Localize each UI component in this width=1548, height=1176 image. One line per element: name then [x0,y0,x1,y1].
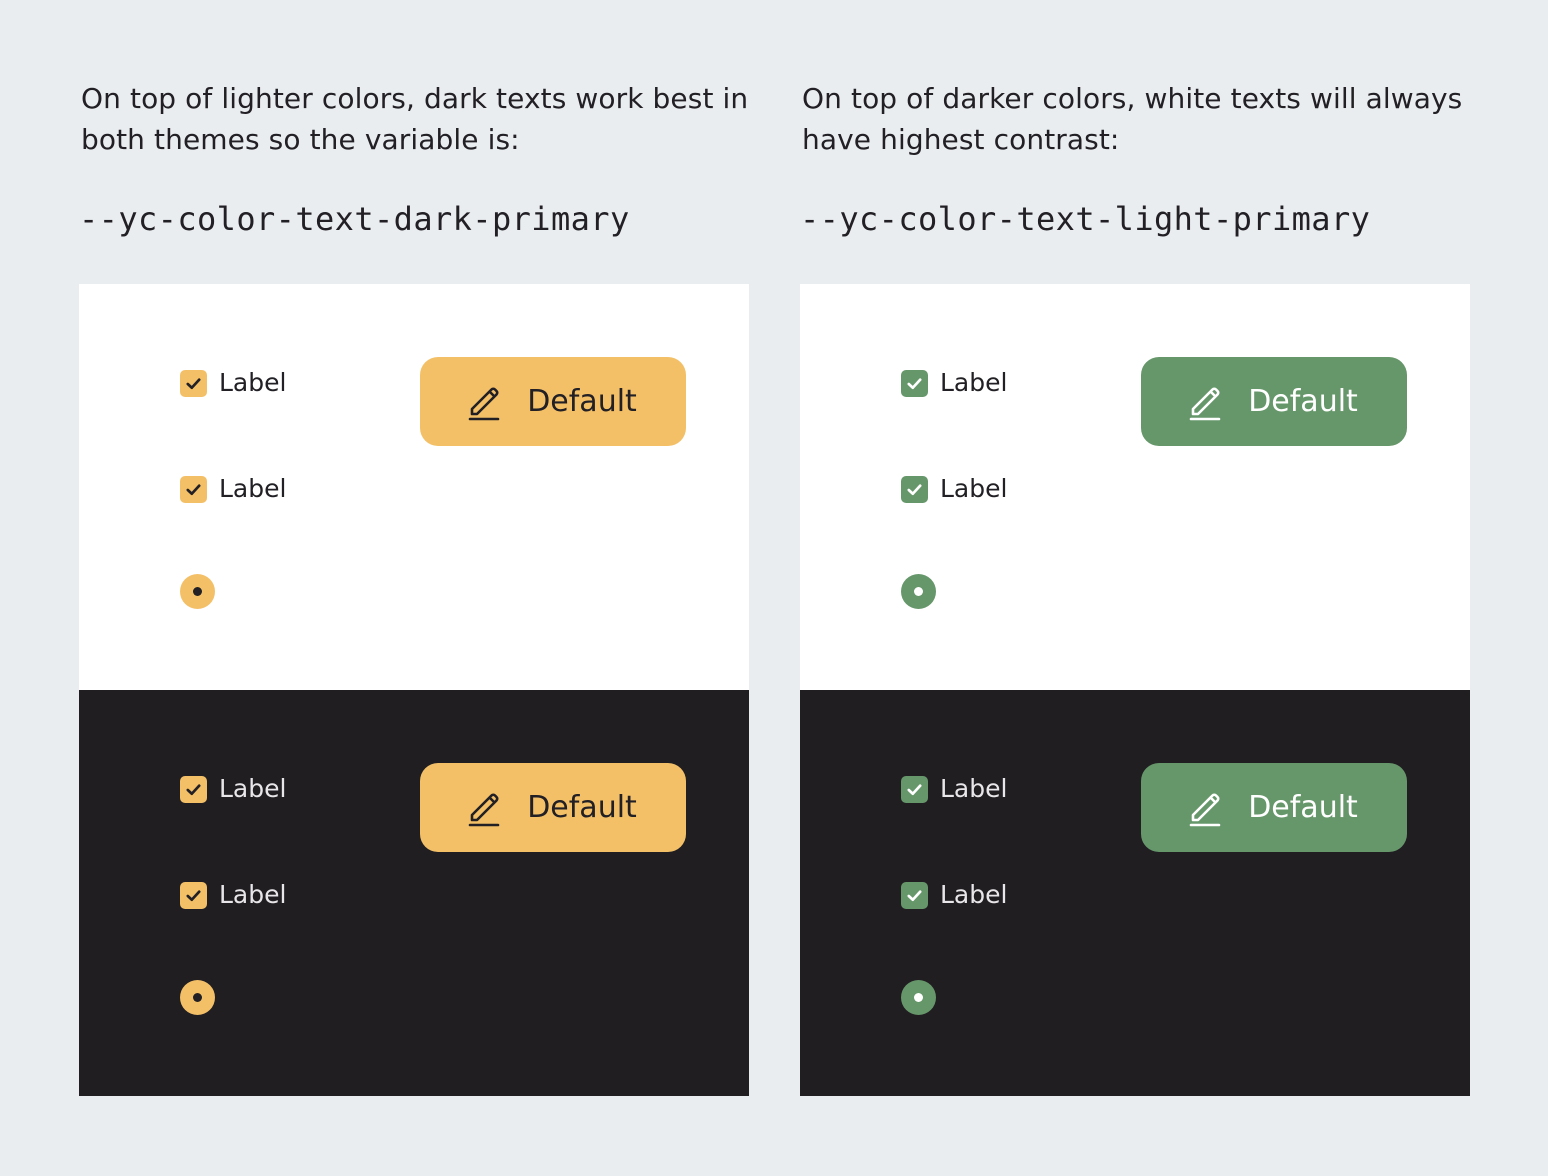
right-variable-name: --yc-color-text-light-primary [800,200,1371,238]
checkbox-row[interactable]: Label [901,880,1007,910]
default-button[interactable]: Default [420,763,686,852]
left-light-panel: Label Label Default [79,284,749,690]
checkbox-row[interactable]: Label [901,368,1007,398]
checkbox-row[interactable]: Label [180,774,286,804]
check-icon [907,483,922,495]
checkbox-label: Label [219,880,287,909]
checkbox-checked[interactable] [180,881,207,909]
checkbox-label: Label [940,774,1008,803]
checkbox-row[interactable]: Label [901,774,1007,804]
radio-dot [914,993,923,1002]
checkbox-label: Label [219,774,287,803]
default-button[interactable]: Default [1141,357,1407,446]
checkbox-label: Label [219,474,287,503]
checkbox-label: Label [219,368,287,397]
checkbox-row[interactable]: Label [180,474,286,504]
checkbox-label: Label [940,474,1008,503]
default-button[interactable]: Default [420,357,686,446]
radio-selected[interactable] [901,980,936,1015]
radio-dot [193,587,202,596]
checkbox-checked[interactable] [901,369,928,397]
check-icon [907,783,922,795]
checkbox-checked[interactable] [901,881,928,909]
pencil-icon [1189,387,1221,420]
checkbox-label: Label [940,880,1008,909]
radio-selected[interactable] [180,980,215,1015]
button-label: Default [1248,383,1358,419]
left-variable-name: --yc-color-text-dark-primary [79,200,630,238]
left-dark-panel: Label Label Default [79,690,749,1096]
button-label: Default [1248,789,1358,825]
checkbox-checked[interactable] [180,475,207,503]
left-description: On top of lighter colors, dark texts wor… [81,82,749,156]
right-light-panel: Label Label Default [800,284,1470,690]
default-button[interactable]: Default [1141,763,1407,852]
checkbox-row[interactable]: Label [180,368,286,398]
checkbox-checked[interactable] [901,775,928,803]
button-label: Default [527,383,637,419]
checkbox-checked[interactable] [180,369,207,397]
right-dark-panel: Label Label Default [800,690,1470,1096]
pencil-icon [468,793,500,826]
pencil-icon [1189,793,1221,826]
checkbox-checked[interactable] [180,775,207,803]
checkbox-checked[interactable] [901,475,928,503]
radio-selected[interactable] [180,574,215,609]
radio-dot [914,587,923,596]
check-icon [186,483,201,495]
check-icon [186,783,201,795]
check-icon [907,889,922,901]
pencil-icon [468,387,500,420]
check-icon [186,889,201,901]
button-label: Default [527,789,637,825]
checkbox-row[interactable]: Label [901,474,1007,504]
radio-dot [193,993,202,1002]
radio-selected[interactable] [901,574,936,609]
checkbox-label: Label [940,368,1008,397]
check-icon [907,377,922,389]
right-description: On top of darker colors, white texts wil… [802,82,1463,156]
check-icon [186,377,201,389]
checkbox-row[interactable]: Label [180,880,286,910]
